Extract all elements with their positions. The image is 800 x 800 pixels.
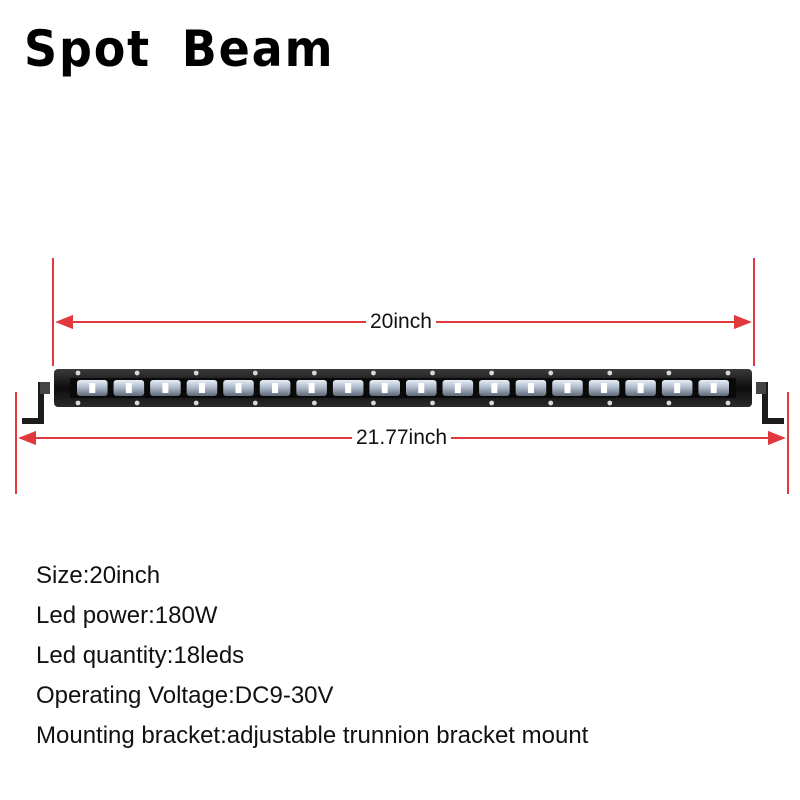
screw: [489, 370, 495, 376]
led-chip: [162, 383, 169, 393]
screw: [311, 400, 317, 406]
dimension-drawing: [15, 258, 789, 494]
screw: [75, 370, 81, 376]
screw: [430, 400, 435, 406]
bracket-bolt-left: [40, 382, 50, 394]
led-chip: [89, 383, 96, 393]
screw: [252, 370, 258, 376]
led-chip: [418, 383, 425, 393]
screw: [666, 370, 672, 376]
screw: [371, 400, 376, 406]
spec-led-quantity: Led quantity:18leds: [36, 642, 245, 669]
led-row: [77, 380, 729, 396]
dimension-diagram: 20inch 21.77inch: [0, 240, 800, 510]
screw: [548, 400, 554, 406]
bracket-bolt-right: [756, 382, 766, 394]
screw: [311, 370, 317, 376]
screw: [75, 400, 81, 406]
inner-length-label: 20inch: [366, 311, 436, 332]
spec-led-power: Led power:180W: [36, 602, 218, 629]
page-title: Spot Beam: [24, 20, 335, 78]
screw: [134, 400, 140, 406]
screw: [607, 370, 613, 376]
screw: [371, 370, 376, 376]
light-bar: [22, 369, 784, 424]
led-chip: [308, 383, 315, 393]
screw: [193, 370, 199, 376]
led-chip: [674, 383, 681, 393]
led-chip: [272, 383, 279, 393]
screw: [252, 400, 258, 406]
led-chip: [564, 383, 571, 393]
screw: [193, 400, 199, 406]
screw: [489, 400, 495, 406]
led-chip: [601, 383, 608, 393]
led-chip: [710, 383, 717, 393]
led-chip: [381, 383, 388, 393]
led-chip: [454, 383, 461, 393]
screw: [666, 400, 672, 406]
screw: [134, 370, 140, 376]
screw: [725, 370, 731, 376]
led-chip: [125, 383, 132, 393]
screw: [548, 370, 554, 376]
spec-mounting-bracket: Mounting bracket:adjustable trunnion bra…: [36, 722, 589, 749]
outer-length-label: 21.77inch: [352, 427, 452, 448]
screw: [430, 370, 435, 376]
spec-size: Size:20inch: [36, 562, 161, 589]
spec-list: Size:20inch Led power:180W Led quantity:…: [36, 556, 588, 756]
spec-operating-voltage: Operating Voltage:DC9-30V: [36, 682, 334, 709]
led-chip: [198, 383, 205, 393]
screw: [725, 400, 731, 406]
screw-row: [75, 370, 731, 406]
led-chip: [345, 383, 352, 393]
led-chip: [491, 383, 498, 393]
led-chip: [235, 383, 242, 393]
led-chip: [527, 383, 534, 393]
screw: [607, 400, 613, 406]
led-chip: [637, 383, 644, 393]
